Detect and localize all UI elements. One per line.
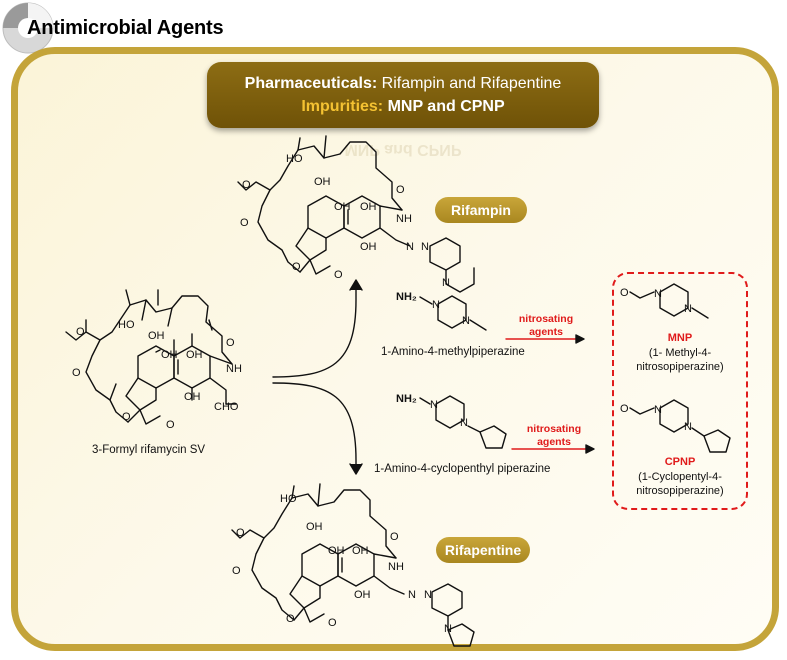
reagent-line2: agents [529, 326, 563, 338]
atom-oh: OH [360, 241, 377, 253]
atom-ho: HO [286, 153, 303, 165]
atom-o: O [236, 527, 245, 539]
arrow-to-rifapentine [272, 382, 357, 473]
amino-cyclopentylpiperazine-structure [419, 395, 507, 449]
reagent-line2: agents [537, 436, 571, 448]
amino-methylpiperazine-structure [419, 295, 487, 331]
amino-cyclopentylpiperazine-atoms: NH₂ N N [396, 393, 468, 429]
page-title: Antimicrobial Agents [27, 17, 224, 39]
impurities-box [612, 272, 748, 510]
atom-n: N [684, 303, 692, 315]
atom-o: O [292, 261, 301, 273]
atom-o: O [76, 326, 85, 338]
atom-n: N [462, 315, 470, 327]
atom-o: O [72, 367, 81, 379]
atom-oh: OH [161, 349, 178, 361]
atom-nh: NH [226, 363, 242, 375]
reagent-line1: nitrosating [518, 313, 574, 325]
atom-o: O [242, 179, 251, 191]
rifampin-atoms: HO OH OH OH O NH OH N N O O O O N [240, 153, 450, 289]
mnp-atoms: O N N [620, 287, 692, 315]
pharmaceuticals-label: Pharmaceuticals: [244, 75, 378, 92]
atom-oh: OH [184, 391, 201, 403]
atom-n: N [406, 241, 414, 253]
atom-o: O [620, 403, 629, 415]
atom-o: O [620, 287, 629, 299]
cpnp-name-line2: nitrosopiperazine) [636, 485, 724, 497]
title-banner: Pharmaceuticals: Rifampin and Rifapentin… [207, 62, 599, 128]
atom-nh: NH [388, 561, 404, 573]
atom-cho: CHO [214, 401, 239, 413]
mnp-abbr: MNP [667, 332, 693, 344]
rifapentine-atoms: HO OH OH OH O NH OH N N O O O O N [232, 493, 452, 635]
atom-n: N [442, 277, 450, 289]
atom-o: O [166, 419, 175, 431]
atom-nh2: NH₂ [396, 291, 417, 303]
atom-oh: OH [328, 545, 345, 557]
mnp-name-line1: (1- Methyl-4- [648, 347, 712, 359]
rifamycin-sv-atoms: HO OH OH OH O NH OH CHO O O O O [72, 319, 242, 431]
atom-oh: OH [354, 589, 371, 601]
rifapentine-label-pill: Rifapentine [436, 537, 530, 563]
banner-impurities-line: Impurities: MNP and CPNP [207, 98, 599, 116]
atom-n: N [424, 589, 432, 601]
rifamycin-sv-structure [65, 289, 237, 425]
atom-o: O [390, 531, 399, 543]
atom-nh: NH [396, 213, 412, 225]
atom-n: N [432, 299, 440, 311]
logo-disc-icon [2, 2, 54, 54]
atom-n: N [654, 288, 662, 300]
rifampin-structure [237, 135, 475, 293]
banner-pharmaceuticals-line: Pharmaceuticals: Rifampin and Rifapentin… [207, 75, 599, 93]
amine-cyclopentyl-name: 1-Amino-4-cyclopenthyl piperazine [374, 463, 551, 475]
atom-oh: OH [314, 176, 331, 188]
atom-o: O [396, 184, 405, 196]
atom-nh2: NH₂ [396, 393, 417, 405]
atom-n: N [460, 417, 468, 429]
cpnp-name-line1: (1-Cyclopentyl-4- [638, 471, 722, 483]
atom-n: N [654, 404, 662, 416]
atom-o: O [122, 411, 131, 423]
cpnp-atoms: O N N [620, 403, 692, 433]
atom-n: N [408, 589, 416, 601]
atom-oh: OH [334, 201, 351, 213]
atom-o: O [240, 217, 249, 229]
rifampin-label-pill: Rifampin [435, 197, 527, 223]
atom-o: O [334, 269, 343, 281]
atom-ho: HO [118, 319, 135, 331]
atom-ho: HO [280, 493, 297, 505]
atom-oh: OH [352, 545, 369, 557]
atom-n: N [421, 241, 429, 253]
atom-o: O [328, 617, 337, 629]
reaction-arrows [272, 279, 595, 475]
arrow-to-rifampin [272, 281, 357, 378]
atom-o: O [232, 565, 241, 577]
reagent-line1: nitrosating [526, 423, 582, 435]
impurities-label: Impurities: [301, 98, 384, 115]
atom-oh: OH [360, 201, 377, 213]
atom-n: N [444, 623, 452, 635]
starting-material-name: 3-Formyl rifamycin SV [92, 444, 206, 456]
mnp-structure [629, 283, 709, 319]
atom-oh: OH [186, 349, 203, 361]
amine-methyl-name: 1-Amino-4-methylpiperazine [381, 346, 525, 358]
reagent-label-mnp: nitrosating agents [510, 313, 582, 339]
amino-methylpiperazine-atoms: NH₂ N N [396, 291, 470, 327]
content-frame [11, 47, 779, 651]
atom-o: O [226, 337, 235, 349]
rifapentine-structure [231, 483, 475, 647]
impurities-value: MNP and CPNP [387, 98, 505, 115]
atom-oh: OH [148, 330, 165, 342]
cpnp-structure [629, 399, 731, 453]
mnp-name-line2: nitrosopiperazine) [636, 361, 724, 373]
reagent-label-cpnp: nitrosating agents [518, 423, 590, 449]
pharmaceuticals-value: Rifampin and Rifapentine [381, 75, 562, 92]
atom-o: O [286, 613, 295, 625]
atom-n: N [430, 399, 438, 411]
atom-n: N [684, 421, 692, 433]
cpnp-abbr: CPNP [664, 456, 696, 468]
atom-oh: OH [306, 521, 323, 533]
